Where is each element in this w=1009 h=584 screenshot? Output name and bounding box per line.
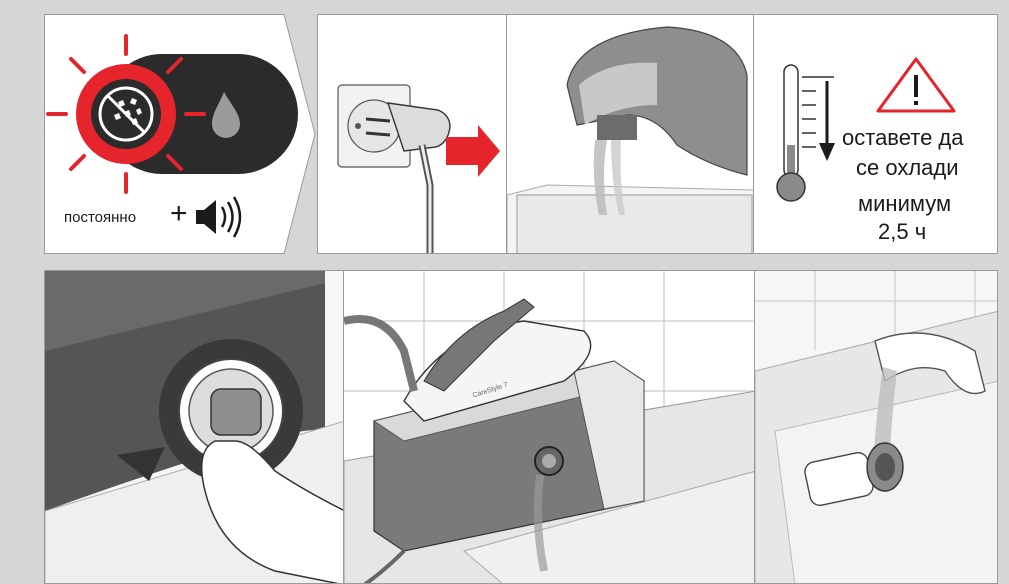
station-illustration <box>344 271 755 584</box>
thermometer-icon <box>777 65 834 201</box>
warning-triangle-icon <box>878 59 954 111</box>
rotate-cap-illustration <box>45 271 344 584</box>
tank-pour-illustration <box>507 15 754 254</box>
cooldown-line-3: минимум <box>858 191 951 217</box>
tank-panel <box>506 14 754 254</box>
cooldown-line-4: 2,5 ч <box>878 219 926 245</box>
calc-warning-icon <box>76 64 176 164</box>
cooldown-line-1: оставете да <box>842 125 964 151</box>
plus-sign: + <box>170 197 188 231</box>
cooldown-panel: оставете да се охлади минимум 2,5 ч <box>753 14 998 254</box>
cooldown-line-2: се охлади <box>856 155 959 181</box>
red-arrow-icon <box>446 125 500 177</box>
mode-label: постоянно <box>64 209 136 226</box>
rotate-cap-panel <box>44 270 344 584</box>
rinse-panel <box>754 270 998 584</box>
station-panel: CareStyle 7 <box>343 270 755 584</box>
unplug-illustration <box>318 15 507 254</box>
down-arrow-icon <box>819 81 835 161</box>
rinse-illustration <box>755 271 998 584</box>
unplug-panel <box>317 14 507 254</box>
indicator-panel: постоянно + <box>44 14 316 254</box>
